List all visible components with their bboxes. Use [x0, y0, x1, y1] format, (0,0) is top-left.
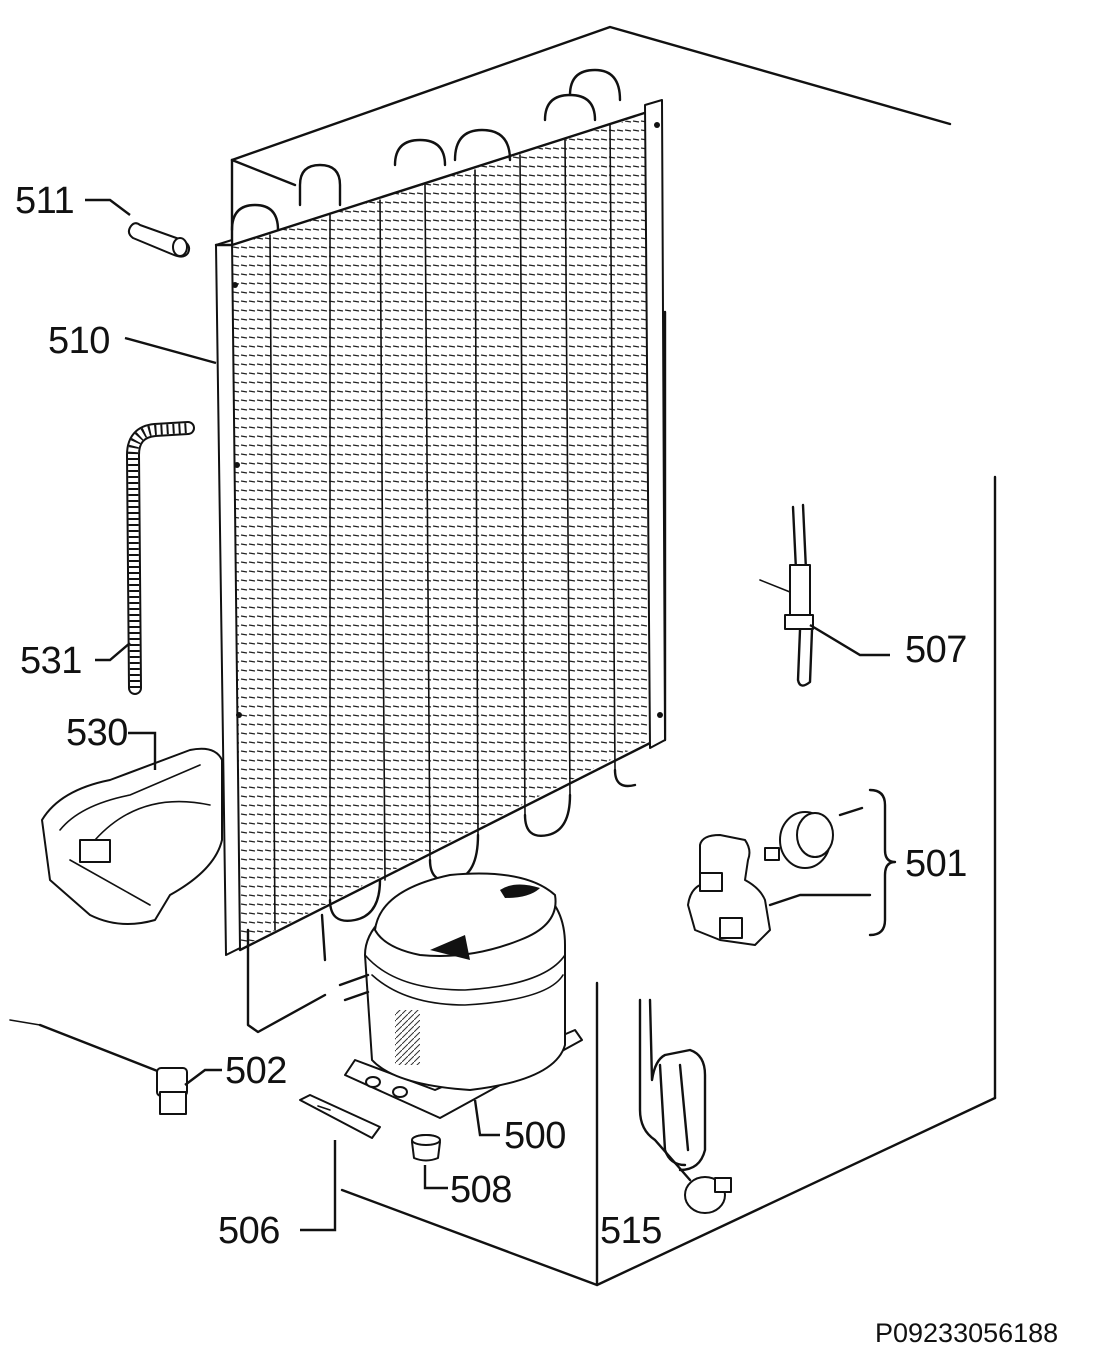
callout-510: 510 — [48, 320, 110, 362]
callout-511: 511 — [15, 180, 74, 222]
callout-507: 507 — [905, 629, 967, 671]
callout-508: 508 — [450, 1169, 512, 1211]
part-508-grommet — [411, 1134, 441, 1162]
part-511-sleeve — [127, 222, 191, 258]
callout-500: 500 — [504, 1115, 566, 1157]
part-501-relay — [687, 788, 897, 946]
callout-530: 530 — [66, 712, 128, 754]
callout-515: 515 — [600, 1210, 662, 1252]
part-507-sensor — [759, 503, 814, 687]
part-500-compressor — [338, 872, 583, 1119]
callout-531: 531 — [20, 640, 82, 682]
part-502-heater — [9, 1019, 188, 1115]
part-515-power-cable — [638, 998, 732, 1214]
part-531-drain-hose — [125, 421, 195, 695]
callout-502: 502 — [225, 1050, 287, 1092]
part-506-bracket — [299, 1094, 381, 1139]
leader-lines — [85, 198, 890, 1232]
cabinet-outline — [230, 25, 997, 1287]
callout-506: 506 — [218, 1210, 280, 1252]
callout-501: 501 — [905, 843, 967, 885]
condenser-510 — [214, 68, 666, 1034]
drawing-number: P09233056188 — [875, 1318, 1058, 1348]
part-530-drip-tray — [41, 747, 223, 925]
